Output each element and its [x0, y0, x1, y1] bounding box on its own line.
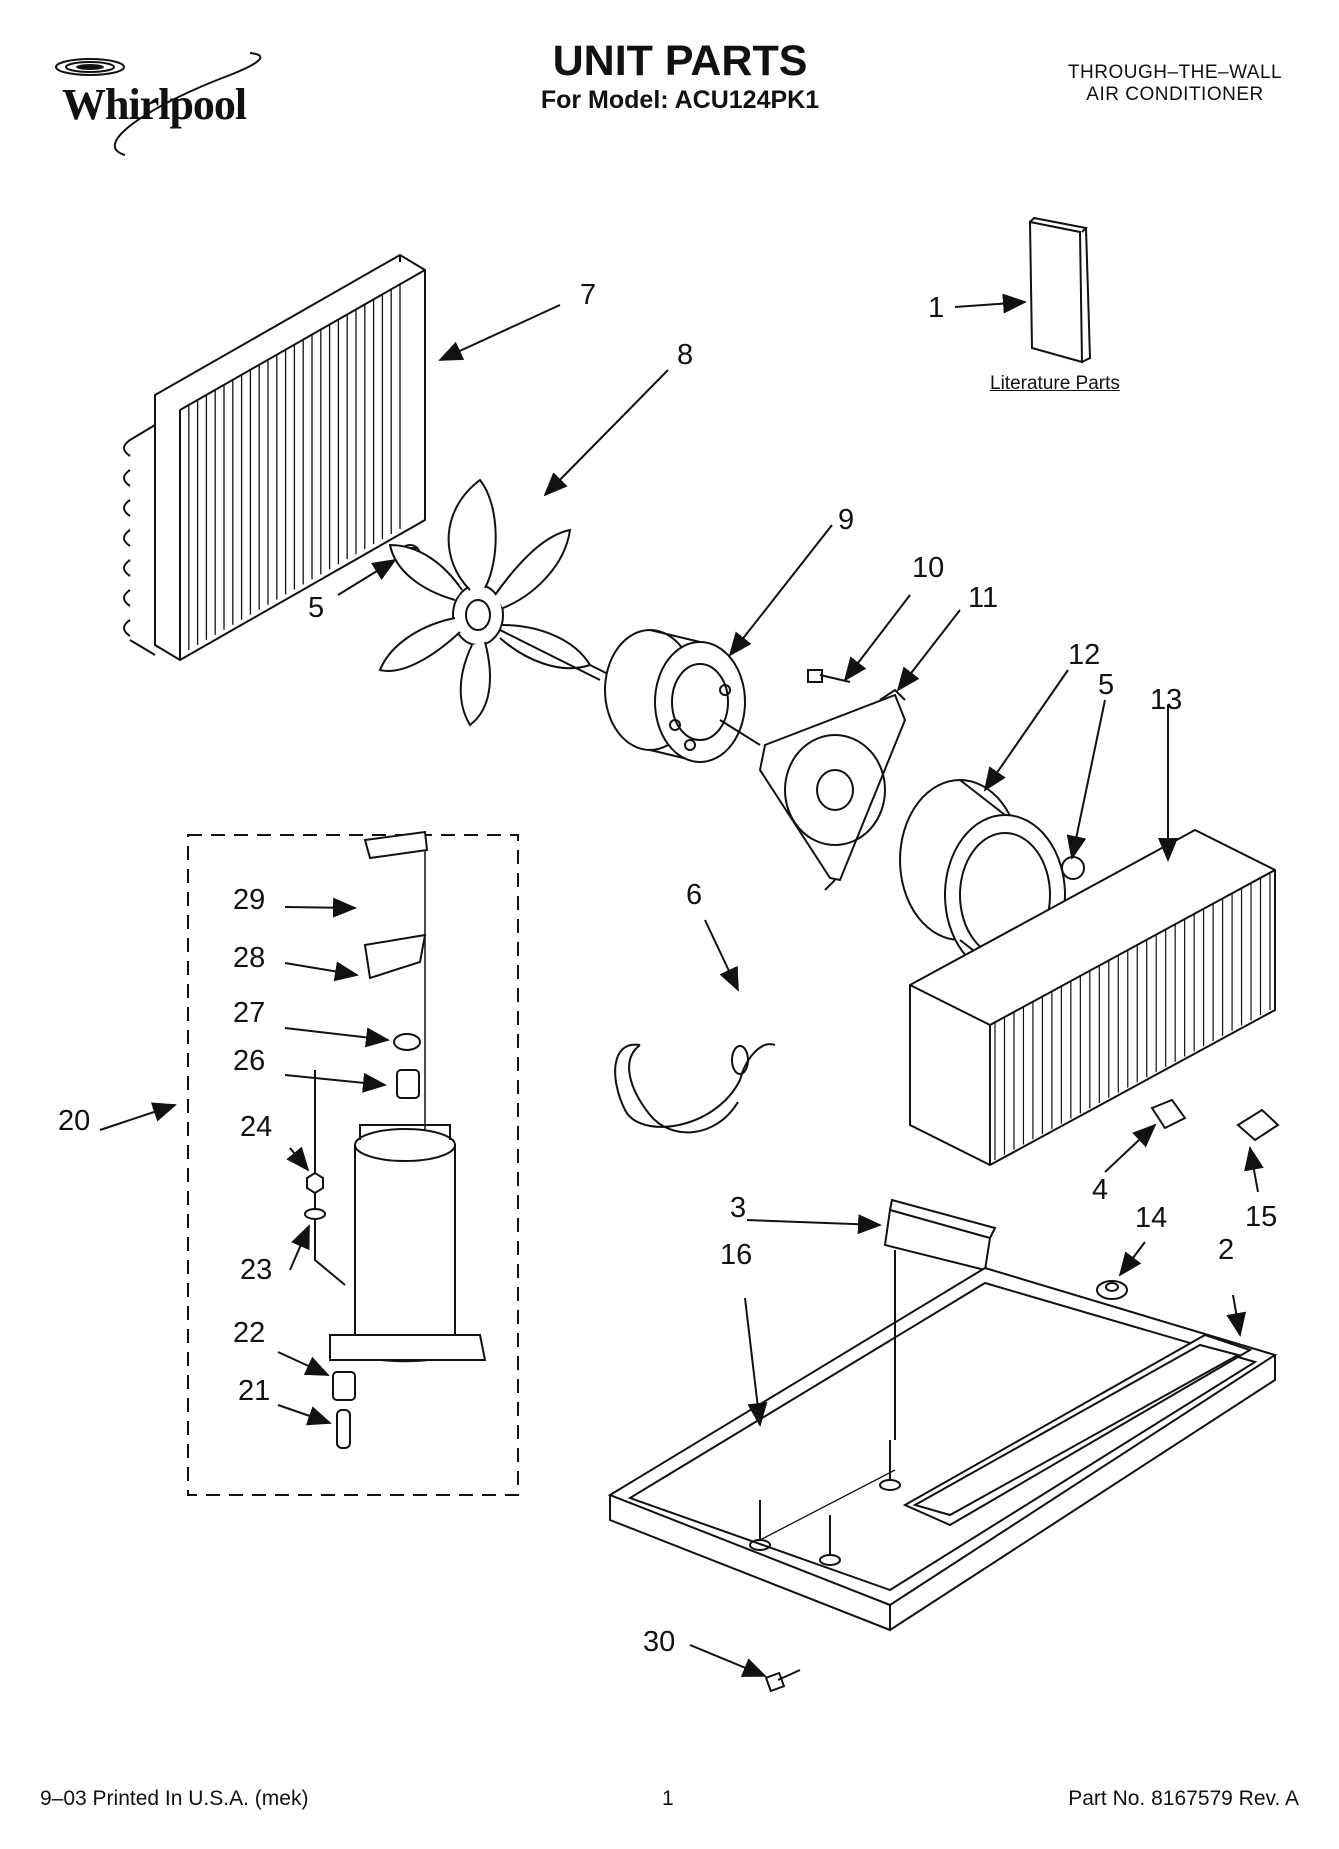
callout-5-left: 5: [308, 592, 325, 624]
callout-11: 11: [968, 582, 999, 614]
callout-29: 29: [233, 884, 266, 916]
print-info: 9–03 Printed In U.S.A. (mek): [40, 1787, 309, 1810]
base-pan-shape: [607, 1266, 1278, 1632]
callout-10: 10: [912, 552, 945, 584]
nut-shape: [306, 1171, 324, 1195]
bracket-shape-4: [1150, 1098, 1187, 1130]
callout-5-right: 5: [1098, 669, 1115, 701]
compressor-shape: [314, 1070, 487, 1363]
callout-8: 8: [677, 339, 694, 371]
gasket-ring-shape: [393, 1033, 421, 1051]
spring-shape: [614, 1043, 776, 1134]
condenser-coil-shape: [154, 253, 426, 662]
clip-shape-15: [1236, 1108, 1280, 1142]
terminal-cover-shape: [363, 933, 427, 980]
compressor-group-box: [187, 834, 519, 1496]
unit-type-line2: AIR CONDITIONER: [1086, 84, 1264, 105]
brand-wordmark: Whirlpool: [62, 80, 247, 129]
callout-28: 28: [233, 942, 266, 974]
mount-grommet-shape: [332, 1371, 356, 1401]
callout-14: 14: [1135, 1202, 1168, 1234]
callout-24: 24: [240, 1111, 273, 1143]
leader-arrows: [99, 293, 1264, 1677]
brand-logo: Whirlpool: [30, 45, 290, 160]
condenser-tube-bends: [123, 424, 156, 656]
fan-blade-shape: [378, 478, 601, 727]
motor-bracket-shape: [758, 688, 907, 891]
callout-22: 22: [233, 1317, 266, 1349]
callout-6: 6: [686, 879, 703, 911]
literature-booklet-icon: [1028, 216, 1092, 364]
callout-7: 7: [580, 279, 597, 311]
unit-type-label: THROUGH–THE–WALL AIR CONDITIONER: [1030, 62, 1320, 106]
literature-parts-label: Literature Parts: [990, 373, 1120, 394]
screw-shape-10: [807, 669, 851, 683]
evaporator-coil-shape: [909, 828, 1276, 1167]
screw-shape-30: [764, 1669, 801, 1693]
sleeve-shape: [336, 1409, 351, 1449]
washer-shape: [304, 1208, 326, 1220]
motor-shape: [589, 629, 761, 763]
callout-3: 3: [730, 1192, 747, 1224]
callout-15: 15: [1245, 1201, 1278, 1233]
callout-20: 20: [58, 1105, 91, 1137]
logo-swirl-icon: [55, 52, 262, 156]
callout-4: 4: [1092, 1174, 1109, 1206]
base-studs: [749, 1250, 901, 1566]
part-number: Part No. 8167579 Rev. A: [1068, 1787, 1299, 1810]
callout-2: 2: [1218, 1234, 1235, 1266]
model-number: For Model: ACU124PK1: [540, 86, 820, 114]
callout-1: 1: [928, 292, 945, 324]
callout-26: 26: [233, 1045, 266, 1077]
callout-12: 12: [1068, 639, 1101, 671]
drain-pan-shape: [902, 1333, 1253, 1527]
clip-shape-b: [1061, 856, 1085, 880]
overload-shape: [396, 1069, 420, 1099]
grommet-shape: [1096, 1280, 1128, 1300]
callout-21: 21: [238, 1375, 271, 1407]
page-title: UNIT PARTS: [552, 37, 808, 85]
condenser-fins: [179, 284, 401, 655]
terminal-clip-shape: [363, 830, 429, 860]
callout-27: 27: [233, 997, 266, 1029]
callout-9: 9: [838, 504, 855, 536]
page-number: 1: [662, 1787, 674, 1810]
page-title-block: UNIT PARTS For Model: ACU124PK1: [500, 38, 860, 114]
callout-23: 23: [240, 1254, 273, 1286]
callout-16: 16: [720, 1239, 753, 1271]
callout-30: 30: [643, 1626, 676, 1658]
callout-13: 13: [1150, 684, 1183, 716]
unit-type-line1: THROUGH–THE–WALL: [1067, 62, 1283, 83]
insulation-block-shape: [883, 1198, 997, 1272]
